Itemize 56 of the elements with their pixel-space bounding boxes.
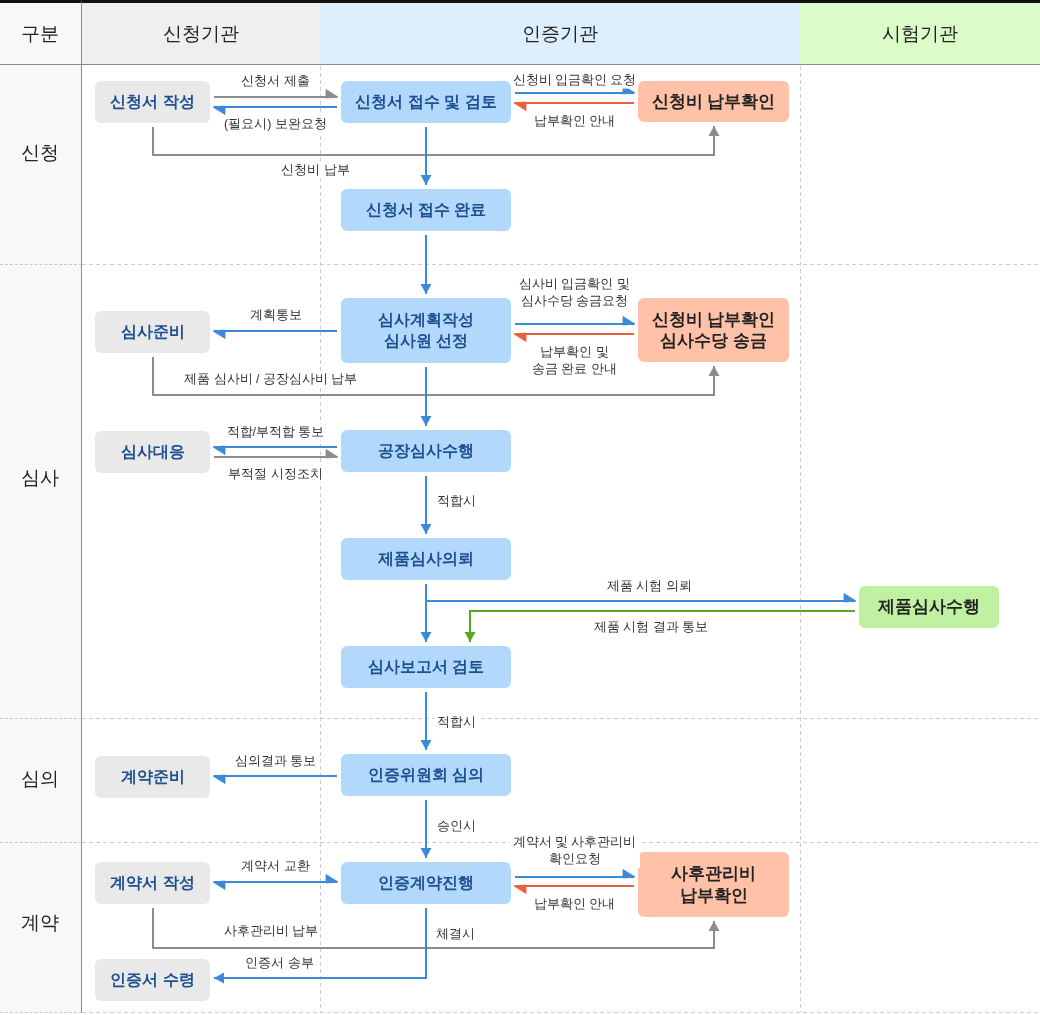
edge-label: 신청비 납부 [279,161,352,179]
process-box: 신청서 접수 및 검토 [341,81,511,123]
process-box: 신청비 납부확인 심사수당 송금 [638,298,789,362]
process-box: 심사계획작성 심사원 선정 [341,298,511,363]
edge-label: 적합시 [434,713,478,731]
stage-header: 심의 [0,719,82,843]
lane-header: 신청기관 [81,0,320,65]
edge-label: 계약서 교환 [239,857,312,875]
arrow [152,356,720,396]
arrow [514,869,636,879]
arrow [213,449,339,459]
stage-header: 신청 [0,65,82,265]
process-box: 인증위원회 심의 [341,754,511,796]
arrow [213,907,427,984]
arrow [152,907,720,949]
process-box: 심사대응 [95,431,210,473]
process-box: 계약준비 [95,756,210,798]
arrow [420,799,432,859]
process-box: 심사준비 [95,311,210,353]
process-box: 계약서 작성 [95,862,210,904]
arrow [464,610,856,643]
stage-header: 계약 [0,843,82,1013]
double-arrow [212,874,339,890]
process-box: 신청서 접수 완료 [341,189,511,231]
edge-label: 계약서 및 사후관리비 확인요청 [509,834,640,868]
process-box: 제품심사의뢰 [341,538,511,580]
column-header: 구분 [0,0,82,65]
edge-label: 신청서 제출 [239,72,312,90]
arrow [212,329,338,339]
arrow [212,445,338,455]
lane-header: 인증기관 [320,0,800,65]
lane-header: 시험기관 [800,0,1040,65]
arrow [513,884,635,894]
arrow [420,234,432,295]
process-box: 제품심사수행 [859,586,999,628]
arrow [513,332,635,342]
arrow [212,105,338,115]
process-box: 공장심사수행 [341,430,511,472]
arrow [420,126,432,186]
arrow [420,583,432,643]
process-box: 신청비 납부확인 [638,81,789,122]
arrow [420,475,432,535]
edge-label: (필요시) 보완요청 [222,115,329,133]
process-box: 심사보고서 검토 [341,646,511,688]
arrow [152,125,720,156]
arrow [420,366,432,427]
arrow [513,101,635,111]
stage-header: 심사 [0,265,82,719]
process-box: 사후관리비 납부확인 [638,852,789,917]
edge-label: 계획통보 [247,306,304,324]
arrow [514,316,636,326]
process-box: 인증서 수령 [95,959,210,1001]
process-box: 인증계약진행 [341,862,511,904]
process-box: 신청서 작성 [95,81,210,123]
arrow [420,691,432,751]
edge-label: 인증서 송부 [243,954,316,972]
